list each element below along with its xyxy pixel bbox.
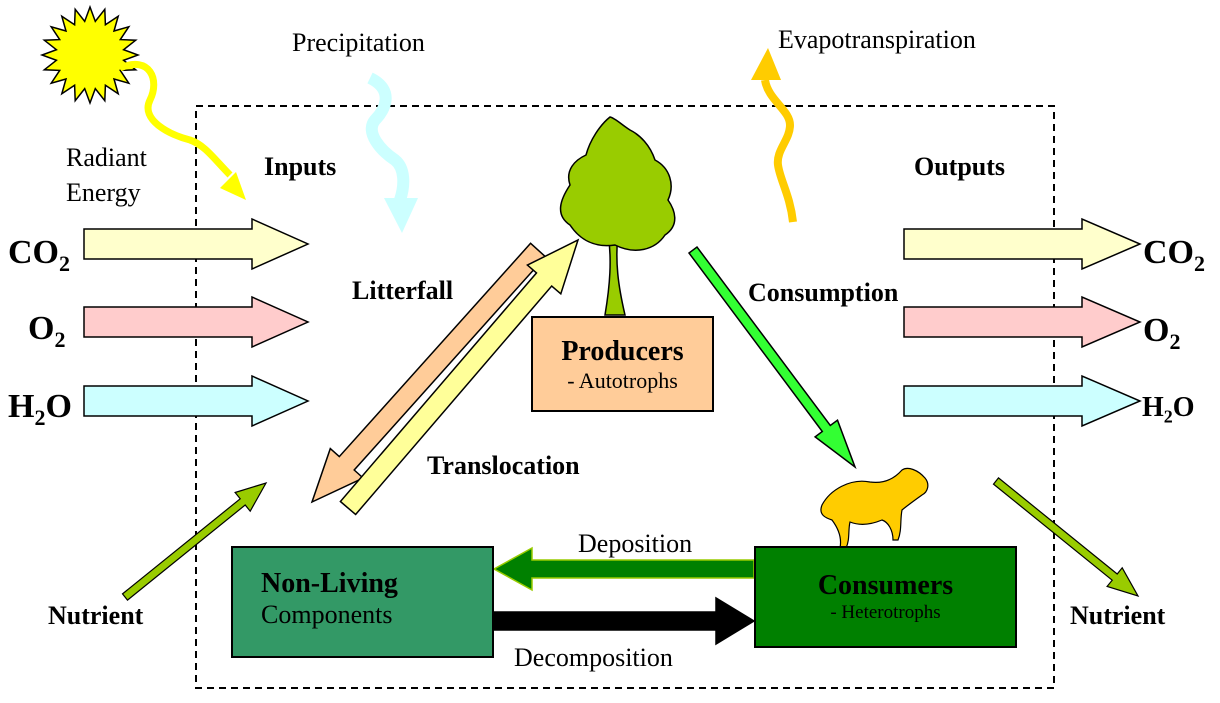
o2-input-arrow [83,295,310,349]
h2o-input-arrow [83,374,310,428]
co2-output-base: CO [1143,234,1194,271]
radiant-energy-label-line2: Energy [66,178,141,207]
h2o-input-sub: 2 [34,404,46,430]
o2-output-base: O [1143,312,1170,349]
co2-input-base: CO [8,234,59,271]
deposition-label: Deposition [578,529,693,558]
precipitation-arrow [365,72,418,233]
radiant-energy-label-line1: Radiant [66,143,147,172]
decomposition-arrow [493,596,756,646]
radiant-energy-arrow [118,60,246,200]
litterfall-arrow [310,242,547,504]
producers-subtitle: - Autotrophs [567,368,678,393]
consumers-title: Consumers [817,570,954,601]
translocation-arrow [339,238,580,516]
nutrient-input-label: Nutrient [48,601,144,630]
consumers-subtitle: - Heterotrophs [830,602,941,623]
non-living-box: Non-Living Components [231,546,494,658]
tree-icon [559,116,676,316]
co2-input-label: CO2 [8,236,70,275]
decomposition-label: Decomposition [514,643,673,672]
co2-input-sub: 2 [59,250,70,276]
producers-box: Producers - Autotrophs [531,316,714,412]
consumption-label: Consumption [748,278,899,307]
nutrient-output-arrow [992,477,1140,598]
o2-output-arrow [903,295,1142,349]
animal-icon [820,467,929,549]
o2-output-sub: 2 [1169,328,1181,354]
precipitation-label: Precipitation [292,28,425,57]
inputs-heading: Inputs [264,152,337,181]
h2o-output-tail: O [1172,392,1195,423]
h2o-output-sub: 2 [1163,406,1173,427]
outputs-heading: Outputs [914,152,1006,181]
deposition-arrow [492,546,755,592]
non-living-title: Non-Living [261,568,398,599]
h2o-input-base: H [8,388,35,425]
nutrient-output-label: Nutrient [1070,601,1166,630]
h2o-output-arrow [903,374,1142,428]
consumption-arrow [687,245,857,470]
consumers-box: Consumers - Heterotrophs [754,546,1017,648]
co2-output-sub: 2 [1194,250,1205,276]
h2o-input-label: H2O [8,390,72,429]
o2-input-label: O2 [28,312,65,351]
co2-output-label: CO2 [1143,236,1205,275]
evapotranspiration-arrow [751,48,797,223]
evapotranspiration-label: Evapotranspiration [778,25,976,54]
o2-output-label: O2 [1143,314,1180,353]
o2-input-sub: 2 [54,326,66,352]
non-living-subtitle: Components [261,600,393,629]
h2o-input-tail: O [45,388,72,425]
nutrient-input-arrow [121,481,268,601]
co2-input-arrow [83,217,310,271]
producers-title: Producers [561,336,684,367]
o2-input-base: O [28,310,55,347]
sun-icon [39,4,141,106]
co2-output-arrow [903,217,1142,271]
litterfall-label: Litterfall [352,276,454,305]
h2o-output-label: H2O [1142,394,1195,426]
translocation-label: Translocation [427,451,580,480]
h2o-output-base: H [1142,392,1164,423]
